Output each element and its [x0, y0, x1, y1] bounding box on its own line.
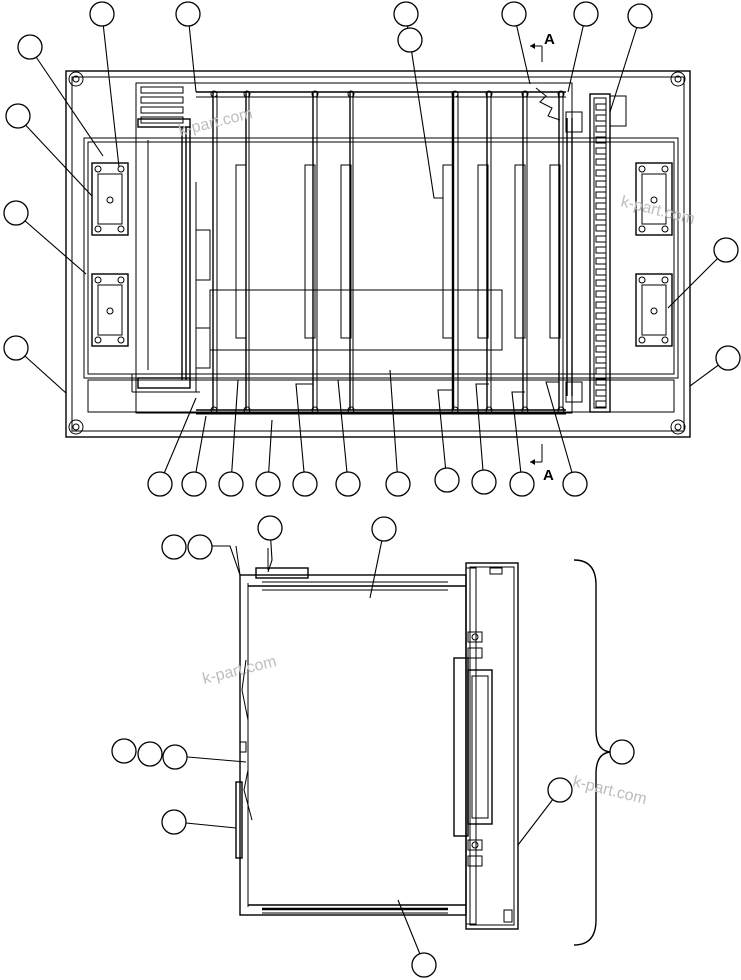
terminal-tooth [595, 180, 607, 188]
callout [434, 467, 460, 493]
section-marker-bottom: A [530, 444, 554, 484]
callout [162, 744, 188, 770]
callout [547, 777, 573, 803]
terminal-tooth [595, 202, 607, 210]
callout [137, 741, 163, 767]
callout [411, 952, 437, 978]
terminal-tooth [595, 301, 607, 309]
callout [255, 471, 281, 497]
terminal-tooth [595, 191, 607, 199]
terminal-tooth [595, 147, 607, 155]
vent-slots [140, 86, 184, 124]
callout [147, 471, 173, 497]
callout [715, 345, 741, 371]
callout [292, 471, 318, 497]
terminal-tooth [595, 389, 607, 397]
callout [371, 516, 397, 542]
callout [627, 3, 653, 29]
terminal-tooth [595, 356, 607, 364]
section-letter-top: A [544, 31, 555, 48]
corner-bolts [68, 71, 686, 435]
callout [257, 515, 283, 541]
terminal-tooth [595, 345, 607, 353]
top-fitting [235, 545, 309, 579]
watermark: k-part.com [177, 105, 254, 140]
section-side-view: k-part.com k-part.com [111, 515, 648, 978]
callout [3, 200, 29, 226]
terminal-tooth [595, 224, 607, 232]
connector-bottom-left [91, 273, 129, 347]
callout [218, 471, 244, 497]
section-letter-bottom: A [543, 467, 554, 484]
callout [397, 27, 423, 53]
terminal-tooth [595, 334, 607, 342]
cover-plates [195, 164, 561, 392]
terminal-tooth [595, 158, 607, 166]
right-tube [565, 111, 583, 403]
watermark: k-part.com [571, 773, 648, 808]
terminal-tooth [595, 400, 607, 408]
terminal-tooth [595, 169, 607, 177]
callout [17, 34, 43, 60]
terminal-tooth [595, 103, 607, 111]
callout [385, 471, 411, 497]
callout [393, 1, 419, 27]
callouts-top [3, 1, 741, 497]
callout [501, 1, 527, 27]
terminal-tooth [595, 378, 607, 386]
terminal-tooth [595, 213, 607, 221]
assembly-brace [573, 559, 613, 946]
side-bracket [235, 781, 243, 859]
leader-lines-bottom [175, 527, 561, 965]
callout [713, 237, 739, 263]
terminal-tooth [595, 235, 607, 243]
callout [509, 471, 535, 497]
terminal-tooth [595, 136, 607, 144]
break-line [535, 87, 561, 121]
terminal-tooth [595, 246, 607, 254]
panel-front-view: A A [3, 1, 741, 497]
terminal-tooth [595, 312, 607, 320]
callouts-bottom [111, 515, 635, 978]
body-outline [239, 574, 467, 916]
section-marker-top: A [530, 31, 555, 62]
callout [161, 809, 187, 835]
callout [562, 471, 588, 497]
callout [175, 1, 201, 27]
callout [181, 471, 207, 497]
terminal-tooth [595, 290, 607, 298]
connector-top-right [635, 162, 673, 236]
terminal-tooth [595, 257, 607, 265]
callout [609, 739, 635, 765]
callout [89, 1, 115, 27]
connector-top-left [91, 162, 129, 236]
terminal-tooth [595, 125, 607, 133]
left-bracket [131, 118, 200, 393]
callout [111, 738, 137, 764]
callout [187, 534, 213, 560]
callout [161, 534, 187, 560]
terminal-tooth [595, 268, 607, 276]
connector-bottom-right [635, 273, 673, 347]
callout [471, 469, 497, 495]
board-bolts [467, 631, 483, 867]
callout [573, 1, 599, 27]
callout [335, 471, 361, 497]
callout [3, 335, 29, 361]
watermark: k-part.com [619, 193, 696, 228]
terminal-tooth [595, 114, 607, 122]
terminal-tooth [595, 323, 607, 331]
terminal-tooth [595, 367, 607, 375]
callout [5, 103, 31, 129]
vertical-rods [210, 90, 565, 414]
terminal-tooth [595, 279, 607, 287]
outer-frame [65, 70, 691, 438]
terminal-strip [589, 93, 627, 413]
